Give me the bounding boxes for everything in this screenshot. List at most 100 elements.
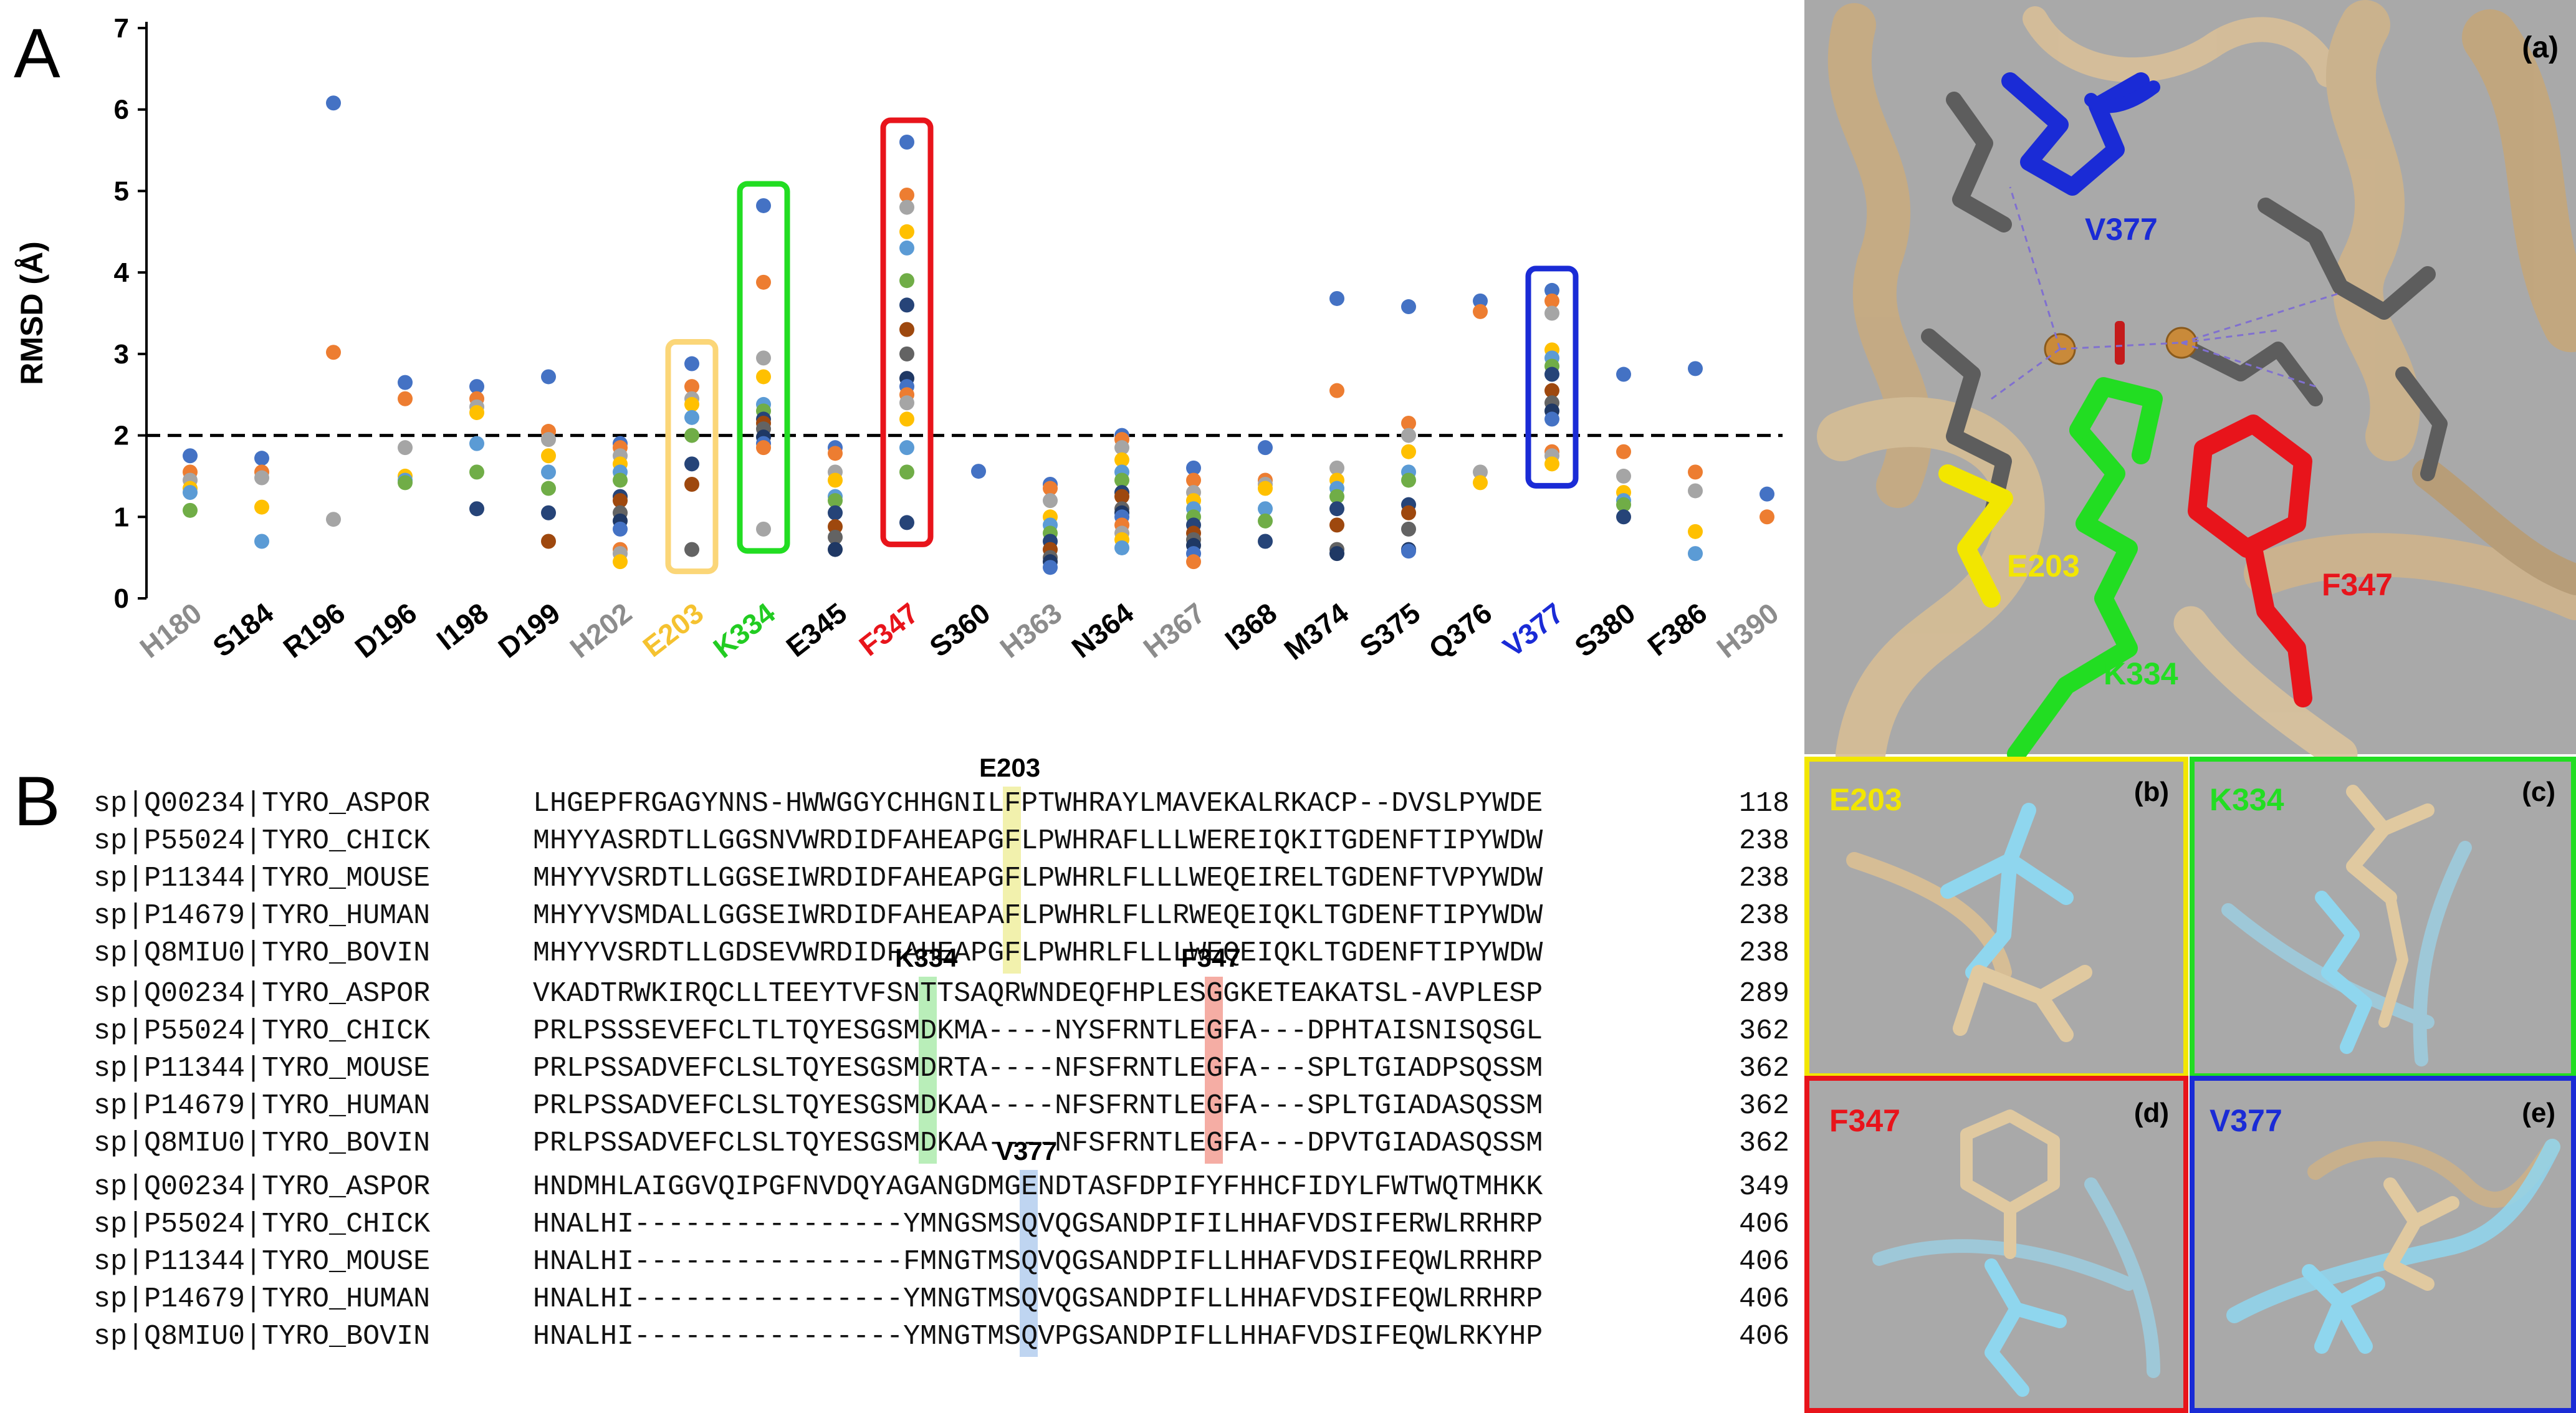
inset-tag-e: (e) <box>2522 1098 2555 1128</box>
x-tick-label: I198 <box>431 596 495 656</box>
alignment-seq-end: 238 <box>1739 825 1790 857</box>
alignment-seq-id: sp|Q00234|TYRO_ASPOR <box>93 788 431 820</box>
data-point <box>541 464 556 480</box>
data-point <box>756 369 771 385</box>
x-tick-label: H202 <box>563 596 638 664</box>
alignment-seq-end: 118 <box>1739 788 1790 820</box>
data-point <box>828 446 843 461</box>
alignment-seq-end: 406 <box>1739 1209 1790 1240</box>
data-point <box>613 521 628 537</box>
data-point <box>1688 361 1703 376</box>
main-label-k334: K334 <box>2104 656 2178 691</box>
data-point <box>1186 554 1201 570</box>
y-tick-label: 7 <box>114 13 129 44</box>
data-point <box>1401 521 1416 537</box>
alignment-seq-id: sp|Q8MIU0|TYRO_BOVIN <box>93 1321 431 1353</box>
alignment-seq-id: sp|P14679|TYRO_HUMAN <box>93 900 431 932</box>
x-tick-label: H363 <box>994 596 1068 664</box>
data-point <box>1616 468 1631 484</box>
data-point <box>1329 489 1344 504</box>
data-point <box>684 379 699 395</box>
alignment-seq-end: 406 <box>1739 1283 1790 1315</box>
data-point <box>541 534 556 549</box>
data-point <box>828 542 843 557</box>
x-tick-label: H367 <box>1137 596 1211 664</box>
data-point <box>1329 460 1344 476</box>
data-point <box>1544 366 1559 382</box>
data-point <box>254 499 269 515</box>
data-point <box>899 135 914 150</box>
data-point <box>326 345 341 360</box>
data-point <box>899 346 914 362</box>
data-point <box>1401 544 1416 559</box>
data-point <box>326 512 341 527</box>
data-point <box>756 350 771 366</box>
data-point <box>1186 460 1201 476</box>
data-point <box>899 224 914 239</box>
alignment-seq-end: 289 <box>1739 978 1790 1010</box>
inset-label-k334: K334 <box>2210 782 2284 817</box>
data-point <box>1616 509 1631 525</box>
inset-tag-b: (b) <box>2134 777 2169 807</box>
data-point <box>1114 440 1129 456</box>
y-tick-label: 1 <box>114 502 129 532</box>
data-point <box>1043 481 1058 496</box>
data-point <box>828 529 843 545</box>
data-point <box>1258 513 1273 529</box>
alignment-seq-end: 362 <box>1739 1053 1790 1085</box>
data-point <box>613 554 628 570</box>
data-point <box>1258 534 1273 549</box>
data-point <box>254 451 269 466</box>
data-point <box>899 297 914 313</box>
data-point <box>1544 411 1559 427</box>
data-point <box>1473 293 1488 309</box>
data-point <box>899 199 914 215</box>
alignment-seq-end: 406 <box>1739 1321 1790 1353</box>
alignment-column-highlight <box>1020 1170 1038 1357</box>
alignment-seq-id: sp|P14679|TYRO_HUMAN <box>93 1090 431 1122</box>
data-point <box>1114 489 1129 504</box>
data-point <box>469 436 484 451</box>
alignment-seq-id: sp|P11344|TYRO_MOUSE <box>93 1053 431 1085</box>
data-point <box>828 519 843 534</box>
alignment-seq-id: sp|Q8MIU0|TYRO_BOVIN <box>93 937 431 969</box>
alignment-seq-id: sp|P11344|TYRO_MOUSE <box>93 1246 431 1278</box>
data-point <box>684 396 699 412</box>
data-point <box>899 273 914 289</box>
alignment-seq-id: sp|Q00234|TYRO_ASPOR <box>93 978 431 1010</box>
data-point <box>1544 383 1559 398</box>
x-tick-label: E203 <box>636 596 709 663</box>
data-point <box>1329 501 1344 517</box>
inset-label-f347: F347 <box>1829 1103 1900 1138</box>
data-point <box>1473 464 1488 480</box>
alignment-seq-end: 362 <box>1739 1090 1790 1122</box>
alignment-seq-end: 238 <box>1739 937 1790 969</box>
data-point <box>684 410 699 425</box>
alignment-seq: HNALHI----------------YMNGTMSQVPGSANDPIF… <box>533 1321 1543 1353</box>
data-point <box>183 485 198 501</box>
alignment-seq: MHYYVSRDTLLGDSEVWRDIDFAHEAPGFLPWHRLFLLLW… <box>533 937 1543 969</box>
data-point <box>1329 290 1344 306</box>
y-tick-label: 3 <box>114 339 129 370</box>
data-point <box>613 472 628 488</box>
highlight-box <box>665 339 719 575</box>
data-point <box>1616 497 1631 512</box>
alignment-seq: MHYYASRDTLLGGSNVWRDIDFAHEAPGFLPWHRAFLLLW… <box>533 825 1543 857</box>
data-point <box>1544 305 1559 321</box>
alignment-seq-id: sp|Q8MIU0|TYRO_BOVIN <box>93 1128 431 1159</box>
x-tick-label: D199 <box>492 596 566 664</box>
data-point <box>1329 546 1344 562</box>
alignment-seq: PRLPSSADVEFCLSLTQYESGSMDKAA----NFSFRNTLE… <box>533 1128 1543 1159</box>
data-point <box>469 501 484 517</box>
alignment-marker-label: K334 <box>895 943 958 972</box>
data-point <box>1258 440 1273 456</box>
data-point <box>613 493 628 509</box>
x-tick-label: E345 <box>780 596 853 663</box>
alignment-seq-end: 362 <box>1739 1128 1790 1159</box>
x-tick-label: H180 <box>133 596 208 664</box>
x-tick-label: S360 <box>923 596 996 663</box>
x-tick-label: N364 <box>1065 596 1139 664</box>
alignment-seq: PRLPSSADVEFCLSLTQYESGSMDKAA----NFSFRNTLE… <box>533 1090 1543 1122</box>
data-point <box>899 395 914 411</box>
